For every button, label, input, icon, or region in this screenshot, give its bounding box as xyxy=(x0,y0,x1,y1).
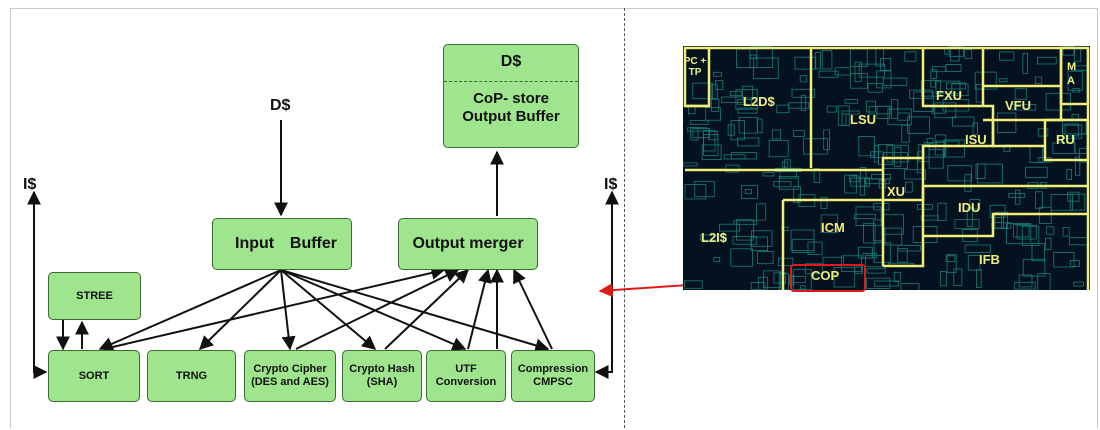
figure-frame xyxy=(10,8,1098,428)
die-circuitry xyxy=(683,46,1090,290)
die-label-cop: COP xyxy=(811,268,840,283)
die-label-l2i: L2I$ xyxy=(701,230,728,245)
dcache-store-buffer: D$ CoP- store Output Buffer xyxy=(443,44,579,148)
die-label-ifb: IFB xyxy=(979,252,1000,267)
die-label-fxu: FXU xyxy=(936,88,962,103)
arrow-icache-left xyxy=(27,190,46,373)
die-label-ma: M A xyxy=(1067,61,1077,88)
die-label-ru: RU xyxy=(1056,132,1075,147)
d-cache-input-label: D$ xyxy=(270,97,291,114)
unit-compression: Compression CMPSC xyxy=(511,350,595,402)
unit-crypto-hash: Crypto Hash (SHA) xyxy=(342,350,422,402)
die-label-l2d: L2D$ xyxy=(743,94,775,109)
dcache-label: D$ xyxy=(444,45,578,82)
icache-right-label: I$ xyxy=(604,176,618,193)
die-label-lsu: LSU xyxy=(850,112,876,127)
die-label-icm: ICM xyxy=(821,220,845,235)
unit-utf-conversion: UTF Conversion xyxy=(426,350,506,402)
unit-trng: TRNG xyxy=(147,350,236,402)
stree-box: STREE xyxy=(48,272,141,320)
die-label-xu: XU xyxy=(887,184,906,199)
cop-highlight xyxy=(790,264,866,292)
arrow-icache-right xyxy=(596,190,619,373)
input-buffer: Input Buffer xyxy=(212,218,352,270)
die-label-vfu: VFU xyxy=(1005,98,1031,113)
panel-divider xyxy=(624,8,625,428)
unit-crypto-cipher: Crypto Cipher (DES and AES) xyxy=(244,350,336,402)
output-merger: Output merger xyxy=(398,218,538,270)
unit-sort: SORT xyxy=(48,350,140,402)
die-label-isu: ISU xyxy=(965,132,987,147)
die-label-pc-tp: PC + TP xyxy=(683,56,707,78)
die-label-idu: IDU xyxy=(958,200,981,215)
die-floorplan: PC + TP L2D$ LSU FXU VFU M A ISU RU XU I… xyxy=(683,46,1090,290)
icache-left-label: I$ xyxy=(23,176,37,193)
store-buffer-label: CoP- store Output Buffer xyxy=(462,90,560,125)
input-buffer-right-label: Buffer xyxy=(289,234,337,252)
input-buffer-left-label: Input xyxy=(235,234,275,252)
